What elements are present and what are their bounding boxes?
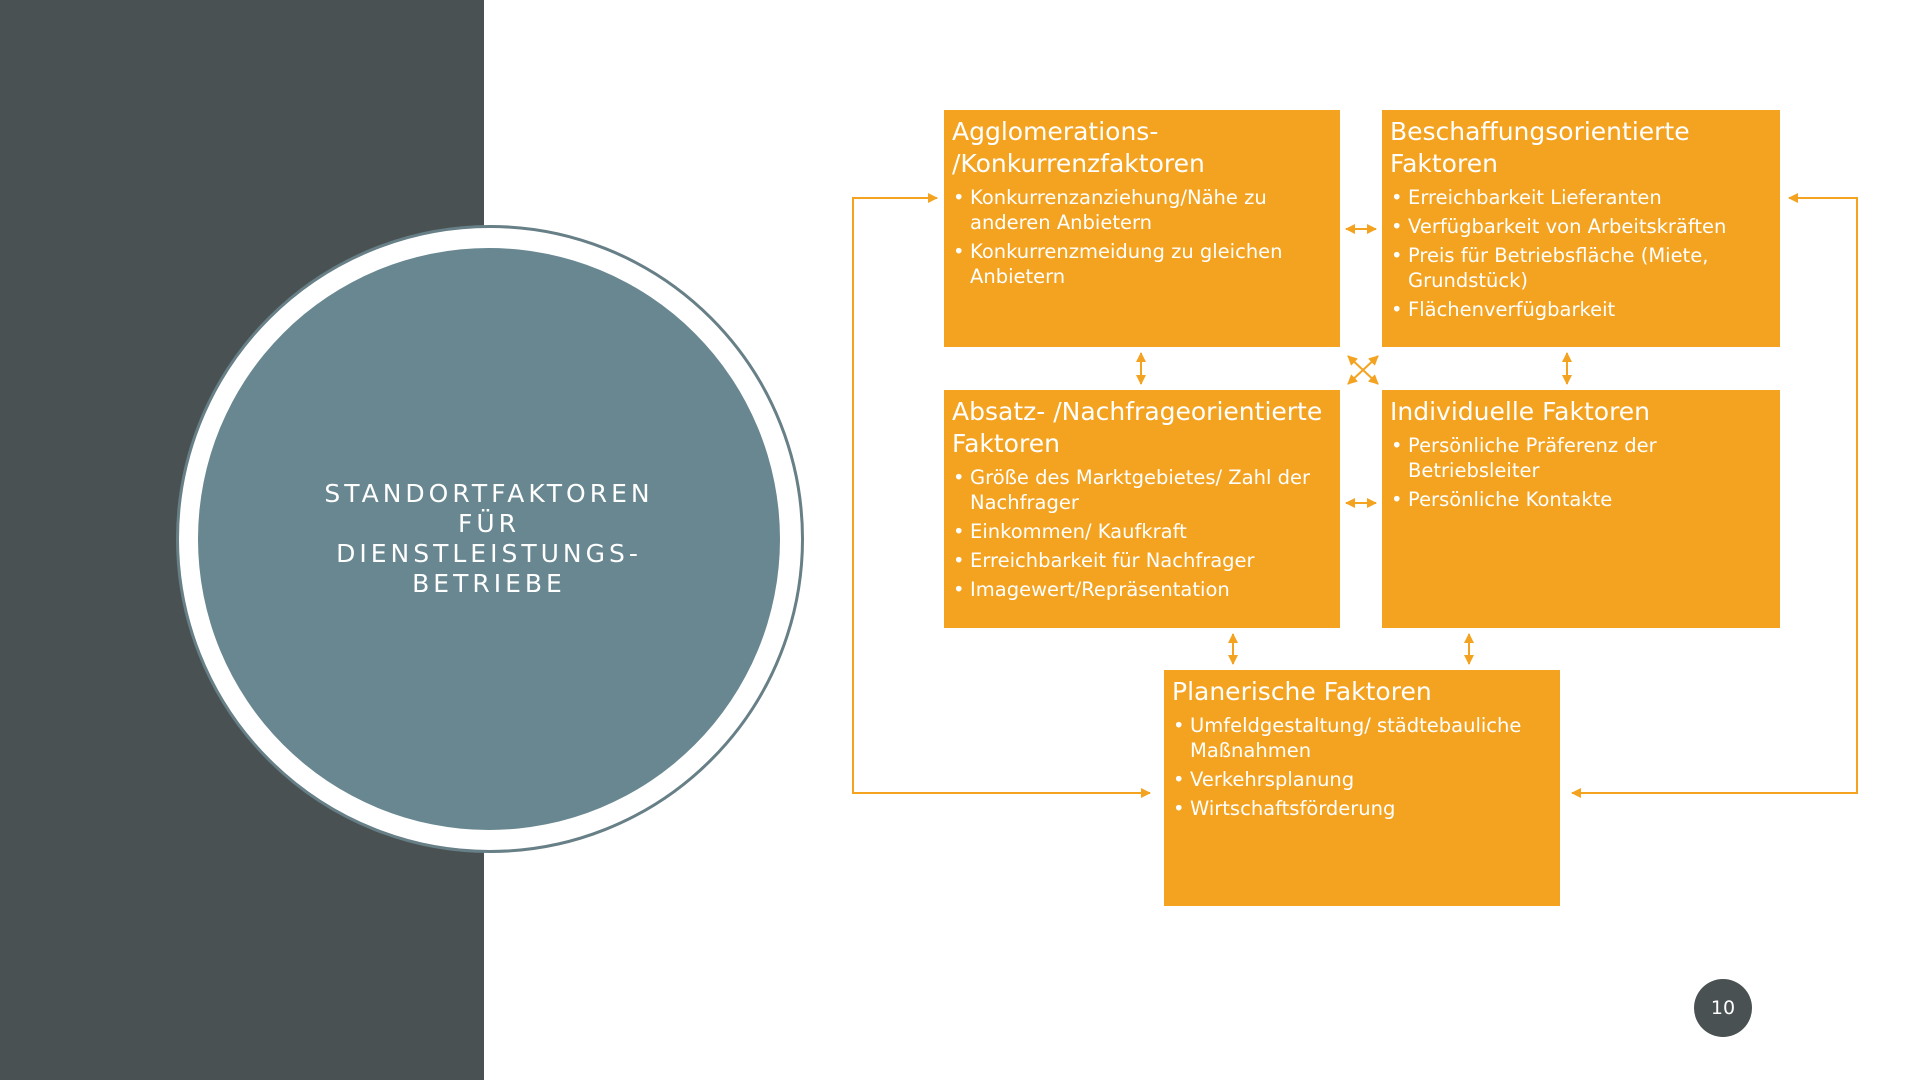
slide-title-line: BETRIEBE — [412, 569, 566, 598]
factor-box-title-line: /Konkurrenzfaktoren — [952, 149, 1205, 178]
factor-box-planerisch: Planerische Faktoren Umfeldgestaltung/ s… — [1164, 670, 1560, 906]
factor-list-item: Konkurrenzanziehung/Nähe zu anderen Anbi… — [952, 185, 1332, 235]
factor-box-title-line: Beschaffungsorientierte — [1390, 117, 1690, 146]
factor-box-title: Beschaffungsorientierte Faktoren — [1390, 116, 1772, 180]
factor-box-absatz: Absatz- /Nachfrageorientierte Faktoren G… — [944, 390, 1340, 628]
factor-box-title: Agglomerations- /Konkurrenzfaktoren — [952, 116, 1332, 180]
page-number-badge: 10 — [1694, 979, 1752, 1037]
factor-box-title: Absatz- /Nachfrageorientierte Faktoren — [952, 396, 1332, 460]
factor-box-title: Planerische Faktoren — [1172, 676, 1552, 708]
factor-list-item: Verfügbarkeit von Arbeitskräften — [1390, 214, 1772, 239]
factor-box-title-line: Planerische Faktoren — [1172, 677, 1432, 706]
title-circle: STANDORTFAKTOREN FÜR DIENSTLEISTUNGS- BE… — [198, 248, 780, 830]
factor-list-item: Persönliche Kontakte — [1390, 487, 1772, 512]
factor-box-title-line: Absatz- /Nachfrageorientierte — [952, 397, 1323, 426]
factor-box-title-line: Agglomerations- — [952, 117, 1159, 146]
factor-list-item: Umfeldgestaltung/ städtebauliche Maßnahm… — [1172, 713, 1552, 763]
factor-list: Umfeldgestaltung/ städtebauliche Maßnahm… — [1172, 713, 1552, 821]
factor-box-agglomeration: Agglomerations- /Konkurrenzfaktoren Konk… — [944, 110, 1340, 347]
factor-list-item: Erreichbarkeit für Nachfrager — [952, 548, 1332, 573]
factor-list-item: Konkurrenzmeidung zu gleichen Anbietern — [952, 239, 1332, 289]
factor-list-item: Verkehrsplanung — [1172, 767, 1552, 792]
factor-list-item: Größe des Marktgebietes/ Zahl der Nachfr… — [952, 465, 1332, 515]
factor-list-item: Imagewert/Repräsentation — [952, 577, 1332, 602]
factor-box-title-line: Faktoren — [1390, 149, 1498, 178]
factor-list-item: Preis für Betriebsfläche (Miete, Grundst… — [1390, 243, 1772, 293]
factor-box-title-line: Faktoren — [952, 429, 1060, 458]
factor-list-item: Flächenverfügbarkeit — [1390, 297, 1772, 322]
factor-box-beschaffung: Beschaffungsorientierte Faktoren Erreich… — [1382, 110, 1780, 347]
factor-list-item: Wirtschaftsförderung — [1172, 796, 1552, 821]
factor-box-individuell: Individuelle Faktoren Persönliche Präfer… — [1382, 390, 1780, 628]
slide-title-line: DIENSTLEISTUNGS- — [336, 539, 642, 568]
factor-list: Größe des Marktgebietes/ Zahl der Nachfr… — [952, 465, 1332, 602]
factor-box-title-line: Individuelle Faktoren — [1390, 397, 1651, 426]
slide-title-line: FÜR — [457, 509, 521, 538]
connector-cross-diagonal-b — [1347, 355, 1379, 385]
factor-box-title: Individuelle Faktoren — [1390, 396, 1772, 428]
slide-title-line: STANDORTFAKTOREN — [324, 479, 654, 508]
factor-list: Konkurrenzanziehung/Nähe zu anderen Anbi… — [952, 185, 1332, 289]
factor-list: Persönliche Präferenz der Betriebsleiter… — [1390, 433, 1772, 512]
factor-list: Erreichbarkeit Lieferanten Verfügbarkeit… — [1390, 185, 1772, 322]
slide-title: STANDORTFAKTOREN FÜR DIENSTLEISTUNGS- BE… — [324, 479, 653, 599]
factor-list-item: Persönliche Präferenz der Betriebsleiter — [1390, 433, 1772, 483]
factor-list-item: Einkommen/ Kaufkraft — [952, 519, 1332, 544]
connector-cross-diagonal-a — [1347, 355, 1379, 385]
factor-list-item: Erreichbarkeit Lieferanten — [1390, 185, 1772, 210]
